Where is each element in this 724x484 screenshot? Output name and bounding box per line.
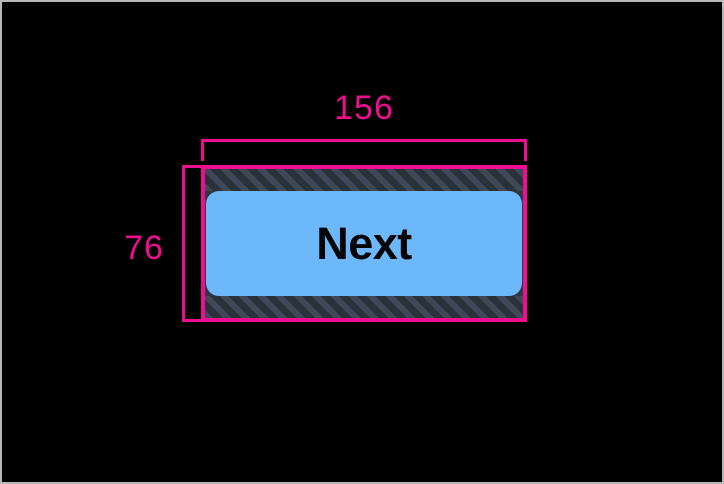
- next-button[interactable]: Next: [206, 191, 522, 296]
- padding-band-bottom: [205, 296, 523, 318]
- height-measurement-bracket: [182, 165, 202, 322]
- element-bounds-highlight[interactable]: Next: [201, 165, 527, 322]
- width-measurement-bracket: [201, 139, 527, 161]
- height-measurement-label: 76: [124, 229, 164, 267]
- element-content-box: Next: [205, 169, 523, 318]
- width-measurement-label: 156: [334, 89, 394, 127]
- padding-band-top: [205, 169, 523, 191]
- next-button-label: Next: [316, 218, 412, 269]
